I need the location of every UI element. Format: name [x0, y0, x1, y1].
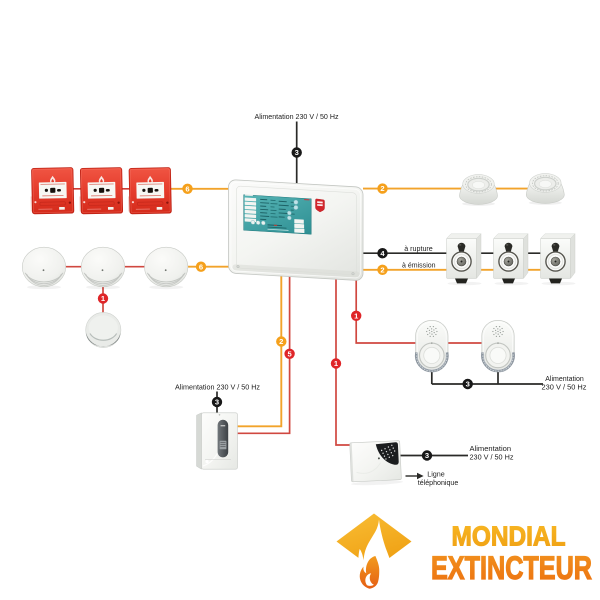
alarm-indicator — [85, 312, 122, 348]
label-panel-power: Alimentation 230 V / 50 Hz — [255, 112, 339, 121]
smoke-detector-2 — [81, 246, 126, 290]
wire-dialer — [335, 279, 351, 446]
door-holders — [446, 233, 576, 286]
badge-detectors: 6 — [195, 261, 207, 272]
wire-badges: 3 6 6 1 2 4 2 2 5 3 1 3 1 3 — [97, 147, 473, 461]
door-holder-3 — [540, 233, 576, 286]
flash-sounder-2 — [481, 320, 515, 373]
badge-psu-power: 3 — [211, 396, 223, 408]
badge-psu-orange-number: 2 — [279, 337, 283, 346]
badge-flash-power: 3 — [462, 378, 473, 390]
label-flash-power-2: 230 V / 50 Hz — [542, 382, 587, 391]
phone-line-arrowhead — [417, 472, 424, 480]
badge-emission-number: 2 — [380, 265, 384, 274]
badge-dialer-link-number: 1 — [334, 359, 339, 368]
logo-flame-curl — [365, 573, 374, 586]
badge-dialer-link: 1 — [330, 358, 342, 369]
call-point-3 — [128, 167, 172, 215]
label-psu-power: Alimentation 230 V / 50 Hz — [175, 383, 260, 392]
round-sounder-1 — [459, 174, 498, 206]
phone-dialer — [349, 440, 404, 486]
door-holder-1 — [446, 233, 482, 286]
label-flash-power-1: Alimentation — [545, 374, 584, 383]
panel-brand-label — [315, 198, 325, 213]
brand-logo: MONDIAL EXTINCTEUR — [336, 513, 593, 589]
badge-flash-link-number: 1 — [354, 311, 359, 320]
wire-psu-red — [237, 276, 291, 435]
logo-text-line1: MONDIAL — [452, 521, 566, 552]
power-supply — [196, 412, 238, 470]
badge-emission: 2 — [377, 264, 388, 275]
logo-flame-white — [355, 519, 392, 588]
badge-sounders: 2 — [377, 183, 388, 194]
smoke-detector-3 — [144, 246, 189, 290]
badge-flash-power-number: 3 — [466, 380, 470, 389]
badge-indicator: 1 — [97, 293, 109, 304]
label-dialer-power-2: 230 V / 50 Hz — [470, 452, 514, 461]
badge-panel-power-number: 3 — [295, 148, 299, 157]
badge-psu-power-number: 3 — [215, 398, 219, 407]
control-panel — [228, 179, 364, 281]
wire-labels: Alimentation 230 V / 50 Hz Alimentation … — [175, 112, 587, 487]
badge-indicator-number: 1 — [101, 294, 106, 303]
wire-flash — [355, 280, 417, 344]
round-sounder-2 — [525, 173, 565, 205]
badge-call-points: 6 — [182, 183, 193, 194]
smoke-detectors — [21, 246, 189, 290]
badge-panel-power: 3 — [291, 147, 302, 158]
badge-sounders-number: 2 — [380, 184, 384, 193]
wire-flash-power — [430, 370, 543, 385]
manual-call-points — [30, 167, 172, 215]
badge-flash-link: 1 — [351, 310, 362, 321]
badge-dialer-power: 3 — [421, 450, 433, 461]
badge-rupture: 4 — [377, 248, 388, 259]
door-holder-2 — [493, 233, 529, 286]
label-phone-line-1: Ligne — [427, 469, 445, 478]
badge-call-points-number: 6 — [185, 184, 189, 193]
label-dialer-power-1: Alimentation — [470, 444, 512, 453]
badge-detectors-number: 6 — [199, 262, 203, 271]
call-point-2 — [79, 167, 124, 215]
badge-dialer-power-number: 3 — [425, 451, 429, 460]
panel-display — [243, 194, 312, 235]
call-point-1 — [30, 167, 75, 215]
badge-rupture-number: 4 — [380, 249, 385, 258]
flash-sounders — [414, 320, 515, 373]
smoke-detector-1 — [21, 246, 67, 290]
label-emission: à émission — [402, 261, 436, 270]
label-phone-line-2: téléphonique — [418, 478, 459, 487]
round-sounders — [459, 173, 565, 206]
logo-text-line2: EXTINCTEUR — [431, 550, 592, 586]
logo-flame-inner — [359, 556, 380, 589]
label-rupture: à rupture — [404, 244, 433, 253]
flash-sounder-1 — [414, 320, 449, 373]
badge-psu-orange: 2 — [276, 336, 287, 347]
badge-psu-red: 5 — [284, 348, 295, 359]
wires — [64, 121, 556, 480]
badge-psu-red-number: 5 — [287, 349, 292, 358]
wire-psu-orange — [237, 275, 283, 428]
